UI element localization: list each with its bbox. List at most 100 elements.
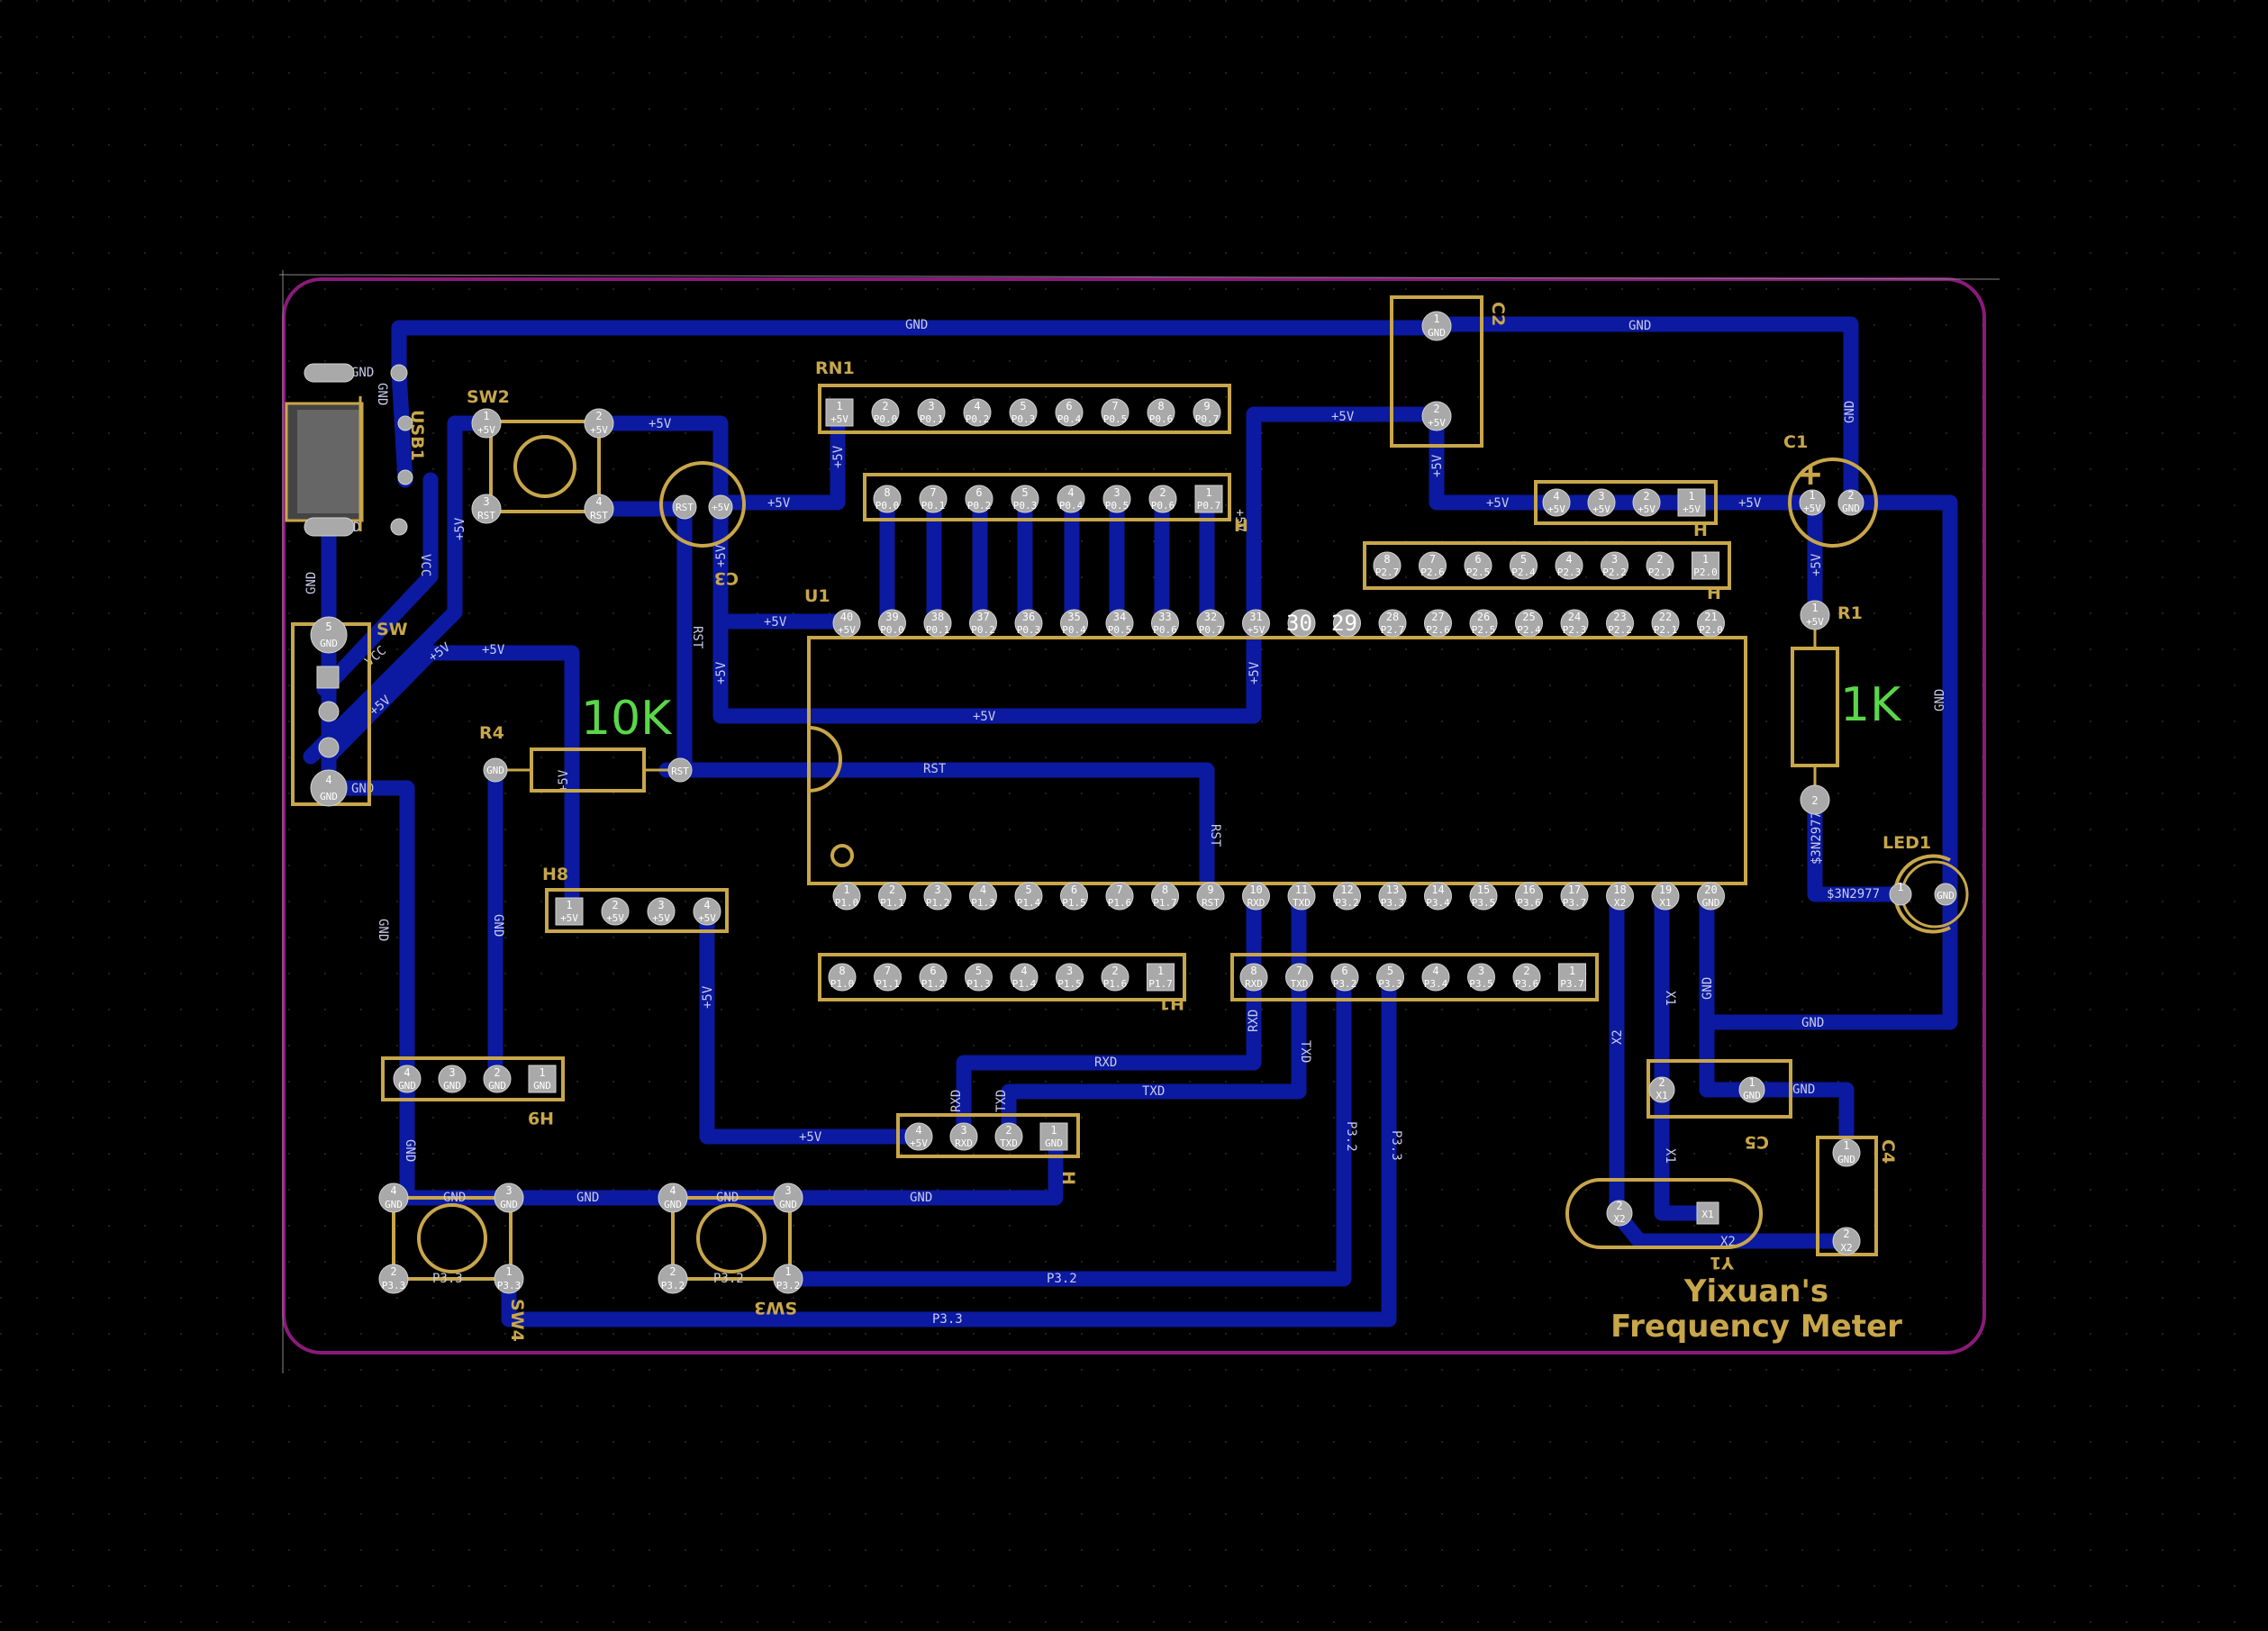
rn1-pad[interactable] (917, 398, 946, 427)
h-p0-pad[interactable] (965, 485, 993, 513)
u1-top-pad[interactable] (1424, 609, 1452, 638)
c3-capacitor[interactable]: RST +5V C3 (659, 461, 746, 588)
u1-top-pad[interactable] (1606, 609, 1634, 638)
u1-top-pad[interactable] (1287, 609, 1316, 638)
h-p2-pad[interactable] (1419, 551, 1447, 580)
h-mid-pad[interactable] (1542, 488, 1571, 517)
h-mid-pad[interactable] (1677, 488, 1706, 517)
u1-top-pad[interactable] (1060, 609, 1088, 638)
h-p0-pad[interactable] (1011, 485, 1039, 513)
h1-pad[interactable] (1101, 963, 1129, 992)
u1-microcontroller[interactable]: 40+5V39P0.038P0.137P0.236P0.335P0.434P0.… (804, 586, 1747, 911)
h8-pad[interactable] (555, 897, 584, 926)
h-uart-pad[interactable] (949, 1122, 978, 1151)
h-p3-pad[interactable] (1239, 963, 1268, 992)
u1-top-pad[interactable] (969, 609, 997, 638)
h8-pad[interactable] (647, 897, 676, 926)
u1-bottom-pad[interactable] (1697, 882, 1725, 911)
u1-top-pad[interactable] (832, 609, 861, 638)
u1-bottom-pad[interactable] (1560, 882, 1589, 911)
u1-bottom-pad[interactable] (1287, 882, 1316, 911)
h1-pad[interactable] (1147, 963, 1175, 992)
rn1-pad[interactable] (1193, 398, 1221, 427)
u1-top-pad[interactable] (1105, 609, 1134, 638)
u1-top-pad[interactable] (1196, 609, 1225, 638)
u1-bottom-pad[interactable] (1014, 882, 1043, 911)
rn1-resistor-network[interactable]: 1+5V2P0.03P0.14P0.25P0.36P0.47P0.58P0.69… (815, 358, 1231, 434)
h-uart-pad[interactable] (994, 1122, 1023, 1151)
u1-bottom-pad[interactable] (1515, 882, 1543, 911)
h9-pad[interactable] (483, 1065, 512, 1093)
h-p3-pad[interactable] (1558, 963, 1586, 992)
rn1-pad[interactable] (1147, 398, 1175, 427)
h-p2-pad[interactable] (1555, 551, 1583, 580)
rn1-pad[interactable] (1055, 398, 1084, 427)
u1-bottom-pad[interactable] (1242, 882, 1270, 911)
h1-pad[interactable] (874, 963, 902, 992)
rn1-pad[interactable] (1101, 398, 1129, 427)
usb1-connector[interactable]: USB1 (285, 363, 427, 537)
u1-top-pad[interactable] (1515, 609, 1543, 638)
h1-pad[interactable] (965, 963, 993, 992)
h-p0-pad[interactable] (1148, 485, 1177, 513)
rn1-pad[interactable] (825, 398, 854, 427)
u1-top-pad[interactable] (1378, 609, 1407, 638)
h-p0-pad[interactable] (1194, 485, 1223, 513)
h8-header[interactable]: 1+5V2+5V3+5V4+5V H8 (542, 865, 729, 933)
u1-bottom-pad[interactable] (969, 882, 997, 911)
h1-pad[interactable] (1056, 963, 1084, 992)
h8-pad[interactable] (601, 897, 630, 926)
h-p3-pad[interactable] (1376, 963, 1404, 992)
u1-top-pad[interactable] (1697, 609, 1725, 638)
h-p2-pad[interactable] (1464, 551, 1492, 580)
h-p2-pad[interactable] (1510, 551, 1538, 580)
h8-pad[interactable] (693, 897, 721, 926)
h1-pad[interactable] (828, 963, 857, 992)
led1[interactable]: 1 GND LED1 (1882, 833, 1969, 934)
h-p0-header[interactable]: 8P0.07P0.16P0.25P0.34P0.43P0.52P0.61P0.7… (863, 473, 1248, 536)
h-p0-pad[interactable] (1102, 485, 1131, 513)
h1-pad[interactable] (919, 963, 948, 992)
u1-top-pad[interactable] (1651, 609, 1680, 638)
u1-top-pad[interactable] (1151, 609, 1179, 638)
h9-pad[interactable] (393, 1065, 422, 1093)
u1-bottom-pad[interactable] (1105, 882, 1134, 911)
h9-pad[interactable] (438, 1065, 467, 1093)
u1-bottom-pad[interactable] (1333, 882, 1361, 911)
u1-bottom-pad[interactable] (1424, 882, 1452, 911)
u1-bottom-pad[interactable] (923, 882, 952, 911)
u1-top-pad[interactable] (878, 609, 906, 638)
rn1-pad[interactable] (963, 398, 992, 427)
u1-bottom-pad[interactable] (1151, 882, 1179, 911)
h-p0-pad[interactable] (919, 485, 948, 513)
h1-p1-header[interactable]: 8P1.07P1.16P1.25P1.34P1.43P1.52P1.61P1.7… (818, 953, 1186, 1013)
h-p2-header[interactable]: 8P2.77P2.66P2.55P2.44P2.33P2.22P2.11P2.0… (1363, 541, 1731, 603)
u1-bottom-pad[interactable] (1196, 882, 1225, 911)
u1-top-pad[interactable] (1242, 609, 1270, 638)
h-p3-pad[interactable] (1512, 963, 1541, 992)
h-p2-pad[interactable] (1692, 551, 1719, 580)
h-p0-pad[interactable] (1057, 485, 1085, 513)
u1-bottom-pad[interactable] (1469, 882, 1498, 911)
h-uart-pad[interactable] (904, 1122, 933, 1151)
u1-top-pad[interactable] (1333, 609, 1361, 638)
h-p3-pad[interactable] (1285, 963, 1313, 992)
u1-top-pad[interactable] (923, 609, 952, 638)
h-p3-pad[interactable] (1330, 963, 1359, 992)
h-p2-pad[interactable] (1646, 551, 1674, 580)
u1-top-pad[interactable] (1014, 609, 1043, 638)
h-uart-pad[interactable] (1039, 1122, 1068, 1151)
u1-top-pad[interactable] (1469, 609, 1498, 638)
y1-crystal[interactable]: 2X2 X1 Y1 (1565, 1178, 1763, 1273)
h9-pad[interactable] (528, 1065, 557, 1093)
rn1-pad[interactable] (871, 398, 900, 427)
